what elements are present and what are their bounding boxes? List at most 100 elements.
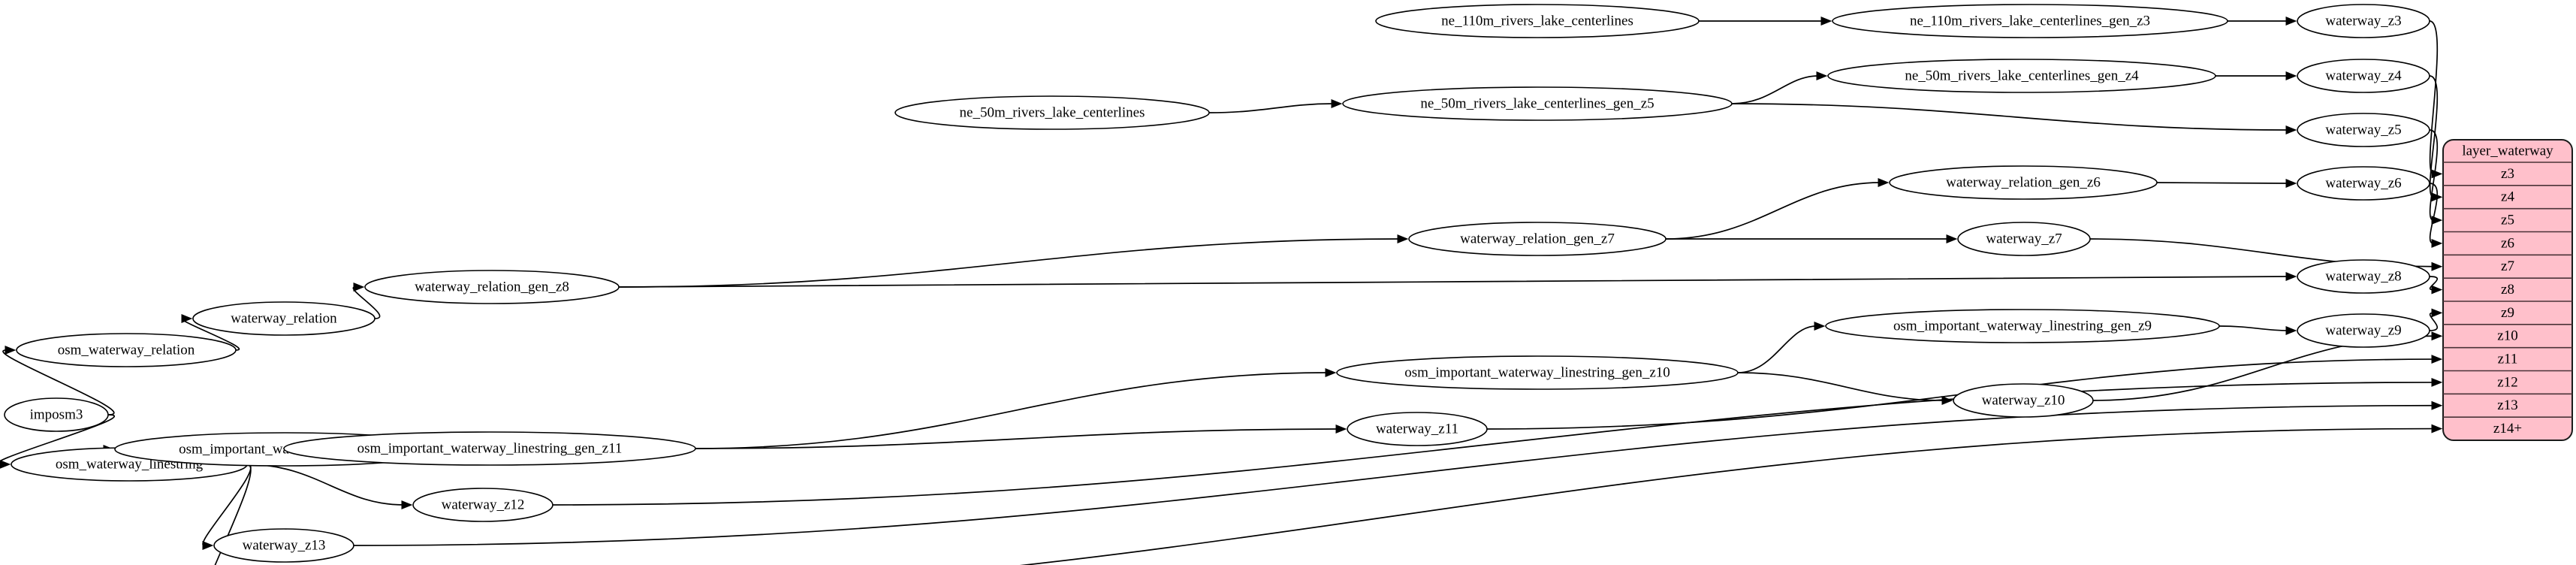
node-osm_important_waterway_linestring_gen_z9[interactable]: osm_important_waterway_linestring_gen_z9 bbox=[1825, 309, 2220, 343]
record-row-z7[interactable]: z7 bbox=[2501, 258, 2514, 274]
record-row-z3[interactable]: z3 bbox=[2501, 166, 2514, 182]
record-row-z11[interactable]: z11 bbox=[2498, 351, 2518, 367]
node-waterway_z3[interactable]: waterway_z3 bbox=[2297, 4, 2430, 38]
edge-ne_50m_rivers_lake_centerlines-to-ne_50m_rivers_lake_centerlines_gen_z5 bbox=[1208, 99, 1343, 113]
node-waterway_z10[interactable]: waterway_z10 bbox=[1953, 383, 2094, 418]
edge-arrowhead bbox=[2431, 424, 2443, 434]
node-waterway_z8[interactable]: waterway_z8 bbox=[2297, 259, 2430, 294]
node-ne_50m_rivers_lake_centerlines_gen_z4[interactable]: ne_50m_rivers_lake_centerlines_gen_z4 bbox=[1827, 59, 2216, 93]
node-waterway_relation_gen_z8[interactable]: waterway_relation_gen_z8 bbox=[364, 270, 620, 304]
node-label-osm_important_waterway_linestring_gen_z10: osm_important_waterway_linestring_gen_z1… bbox=[1404, 364, 1670, 380]
node-ellipse bbox=[2297, 166, 2430, 201]
node-label-osm_waterway_relation: osm_waterway_relation bbox=[58, 342, 195, 358]
edge-arrowhead bbox=[2285, 179, 2297, 188]
node-ellipse bbox=[894, 95, 1210, 130]
record-row-z5[interactable]: z5 bbox=[2501, 212, 2514, 228]
record-row-z6[interactable]: z6 bbox=[2501, 235, 2514, 251]
record-table-layer: layer_waterwayz3z4z5z6z7z8z9z10z11z12z13… bbox=[2442, 139, 2573, 441]
node-label-waterway_relation: waterway_relation bbox=[231, 310, 337, 326]
edge-osm_important_waterway_linestring_gen_z11-to-waterway_z11 bbox=[695, 425, 1347, 449]
edge-line bbox=[2429, 75, 2439, 198]
record-row-z13[interactable]: z13 bbox=[2497, 397, 2517, 413]
record-row-z14+[interactable]: z14+ bbox=[2493, 421, 2522, 437]
node-ellipse bbox=[192, 301, 376, 336]
record-table-layer-waterway[interactable]: layer_waterwayz3z4z5z6z7z8z9z10z11z12z13… bbox=[2442, 139, 2573, 441]
edge-arrowhead bbox=[2285, 272, 2297, 281]
edge-ne_50m_rivers_lake_centerlines_gen_z5-to-waterway_z5 bbox=[1731, 103, 2297, 134]
edge-line bbox=[1731, 103, 2288, 131]
node-waterway_z6[interactable]: waterway_z6 bbox=[2297, 166, 2430, 201]
record-row-z4[interactable]: z4 bbox=[2501, 189, 2514, 205]
node-ellipse bbox=[4, 397, 109, 432]
node-label-waterway_z13: waterway_z13 bbox=[243, 537, 326, 553]
node-osm_important_waterway_linestring_gen_z10[interactable]: osm_important_waterway_linestring_gen_z1… bbox=[1336, 355, 1739, 390]
edge-arrowhead bbox=[2285, 125, 2297, 134]
edge-line bbox=[1731, 75, 1819, 104]
node-ne_110m_rivers_lake_centerlines[interactable]: ne_110m_rivers_lake_centerlines bbox=[1375, 4, 1700, 38]
edge-arrowhead bbox=[181, 314, 193, 323]
node-label-waterway_z4: waterway_z4 bbox=[2325, 68, 2402, 83]
edge-arrowhead bbox=[1820, 17, 1832, 26]
node-ellipse bbox=[2297, 59, 2430, 93]
node-osm_important_waterway_linestring_gen_z11[interactable]: osm_important_waterway_linestring_gen_z1… bbox=[283, 431, 696, 466]
edge-osm_waterway_linestring-to-waterway_z14 bbox=[214, 464, 252, 565]
edge-line bbox=[2429, 183, 2439, 244]
edge-imposm3-to-osm_waterway_linestring bbox=[0, 414, 116, 469]
node-ellipse bbox=[1953, 383, 2094, 418]
node-ellipse bbox=[1347, 412, 1488, 446]
node-ne_110m_rivers_lake_centerlines_gen_z3[interactable]: ne_110m_rivers_lake_centerlines_gen_z3 bbox=[1832, 4, 2228, 38]
node-label-ne_110m_rivers_lake_centerlines_gen_z3: ne_110m_rivers_lake_centerlines_gen_z3 bbox=[1910, 13, 2150, 29]
edge-waterway_z12-to-layer_waterway-z12 bbox=[552, 377, 2443, 506]
node-label-imposm3: imposm3 bbox=[30, 406, 83, 422]
edge-arrowhead bbox=[2431, 261, 2443, 271]
edge-line bbox=[1737, 325, 1817, 373]
edge-arrowhead bbox=[202, 541, 214, 550]
node-ellipse bbox=[213, 528, 354, 563]
edge-arrowhead bbox=[2431, 285, 2443, 295]
node-waterway_z4[interactable]: waterway_z4 bbox=[2297, 59, 2430, 93]
edge-arrowhead bbox=[2285, 17, 2297, 26]
edge-arrowhead bbox=[1941, 396, 1953, 405]
edge-arrowhead bbox=[353, 282, 365, 292]
node-label-waterway_relation_gen_z6: waterway_relation_gen_z6 bbox=[1946, 174, 2101, 190]
edge-arrowhead bbox=[2431, 169, 2443, 179]
edge-waterway_relation_gen_z7-to-waterway_z7 bbox=[1666, 234, 1958, 243]
edge-waterway_z8-to-layer_waterway-z8 bbox=[2429, 276, 2443, 295]
node-waterway_z12[interactable]: waterway_z12 bbox=[412, 488, 554, 522]
node-label-waterway_z6: waterway_z6 bbox=[2325, 175, 2401, 191]
edge-waterway_z6-to-layer_waterway-z6 bbox=[2429, 183, 2443, 248]
record-row-z12[interactable]: z12 bbox=[2497, 374, 2517, 390]
node-ne_50m_rivers_lake_centerlines_gen_z5[interactable]: ne_50m_rivers_lake_centerlines_gen_z5 bbox=[1342, 86, 1733, 121]
node-osm_waterway_relation[interactable]: osm_waterway_relation bbox=[16, 333, 237, 367]
node-waterway_relation_gen_z6[interactable]: waterway_relation_gen_z6 bbox=[1889, 165, 2158, 200]
edge-line bbox=[353, 404, 2434, 546]
edge-ne_50m_rivers_lake_centerlines_gen_z5-to-ne_50m_rivers_lake_centerlines_gen_z4 bbox=[1731, 71, 1828, 104]
edge-line bbox=[1208, 103, 1334, 113]
edge-line bbox=[618, 276, 2288, 288]
edge-waterway_relation-to-waterway_relation_gen_z8 bbox=[352, 282, 381, 319]
node-imposm3[interactable]: imposm3 bbox=[4, 397, 109, 432]
node-waterway_relation[interactable]: waterway_relation bbox=[192, 301, 376, 336]
edge-arrowhead bbox=[2431, 355, 2443, 364]
node-waterway_z5[interactable]: waterway_z5 bbox=[2297, 113, 2430, 147]
record-row-z8[interactable]: z8 bbox=[2501, 282, 2514, 298]
node-waterway_z9[interactable]: waterway_z9 bbox=[2297, 313, 2430, 348]
record-row-z10[interactable]: z10 bbox=[2497, 328, 2517, 344]
node-waterway_relation_gen_z7[interactable]: waterway_relation_gen_z7 bbox=[1408, 222, 1667, 256]
node-waterway_z7[interactable]: waterway_z7 bbox=[1957, 222, 2091, 256]
node-ellipse bbox=[364, 270, 620, 304]
node-ellipse bbox=[1375, 4, 1700, 38]
edge-line bbox=[246, 464, 404, 506]
edge-waterway_z5-to-layer_waterway-z5 bbox=[2429, 129, 2443, 225]
node-ellipse bbox=[1408, 222, 1667, 256]
node-label-waterway_z3: waterway_z3 bbox=[2325, 13, 2401, 29]
node-label-ne_50m_rivers_lake_centerlines_gen_z5: ne_50m_rivers_lake_centerlines_gen_z5 bbox=[1420, 95, 1654, 111]
node-waterway_z13[interactable]: waterway_z13 bbox=[213, 528, 354, 563]
record-row-z9[interactable]: z9 bbox=[2501, 305, 2514, 321]
edge-ne_110m_rivers_lake_centerlines-to-ne_110m_rivers_lake_centerlines_gen_z3 bbox=[1699, 17, 1832, 26]
edge-line bbox=[1665, 182, 1881, 240]
edge-osm_important_waterway_linestring_gen_z10-to-osm_important_waterway_linestring_gen_z9 bbox=[1737, 322, 1826, 373]
node-ne_50m_rivers_lake_centerlines[interactable]: ne_50m_rivers_lake_centerlines bbox=[894, 95, 1210, 130]
node-waterway_z11[interactable]: waterway_z11 bbox=[1347, 412, 1488, 446]
node-ellipse bbox=[1827, 59, 2216, 93]
